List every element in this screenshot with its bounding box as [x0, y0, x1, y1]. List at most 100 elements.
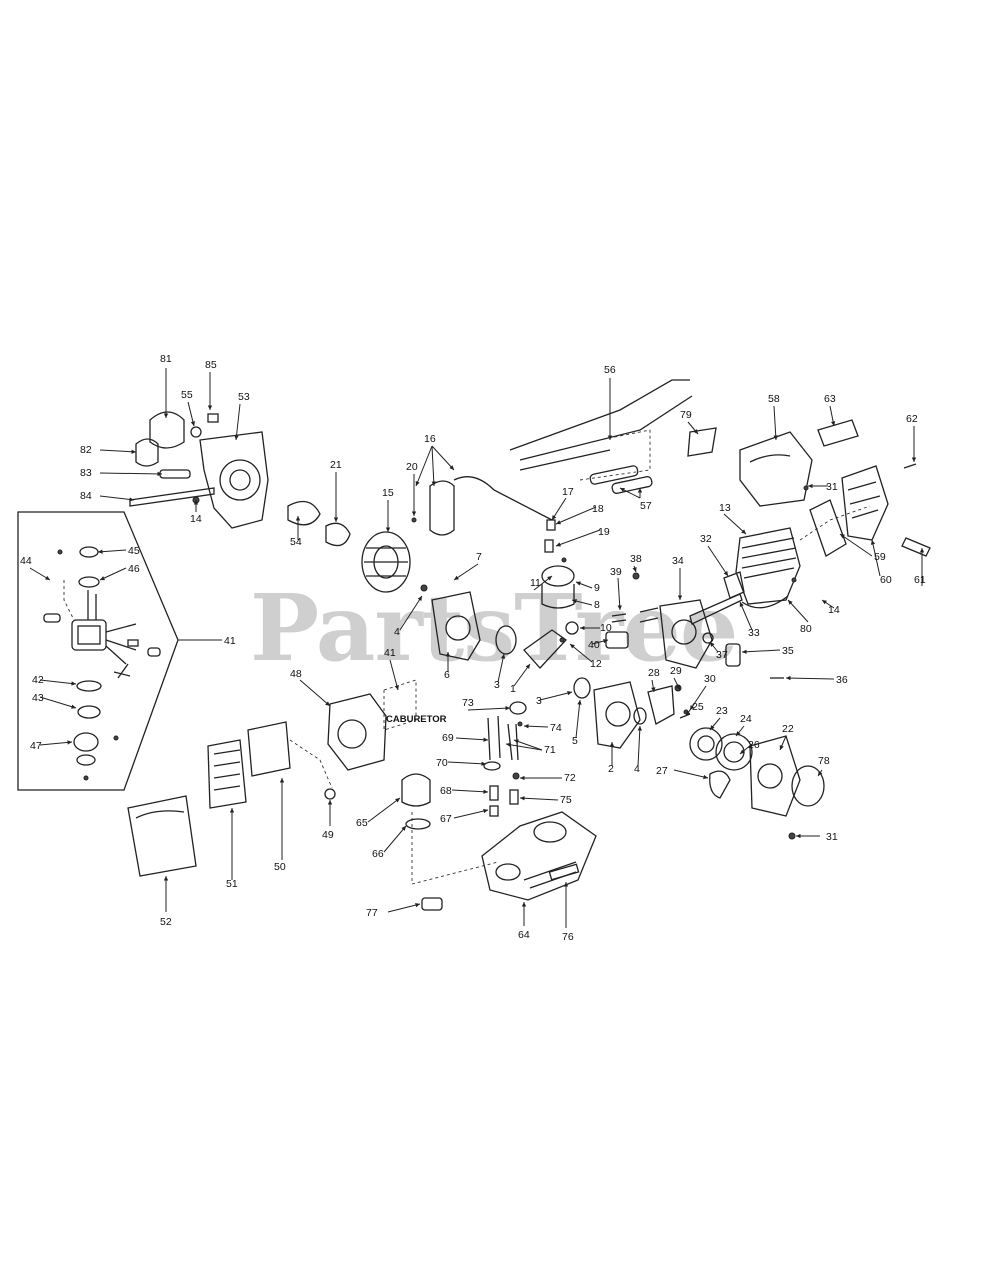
starter-group — [593, 681, 825, 840]
pulley-23 — [689, 727, 723, 761]
piston — [541, 584, 575, 609]
leader-line — [785, 677, 835, 680]
callout-81: 81 — [160, 353, 172, 365]
leader-arrowhead — [818, 771, 823, 776]
fuel-tank-group — [401, 701, 597, 911]
gasket-59 — [809, 499, 847, 557]
leader-arrowhead — [454, 575, 459, 580]
callout-34: 34 — [672, 555, 684, 567]
clutch-housing — [199, 431, 269, 529]
callout-42: 42 — [32, 674, 44, 686]
callout-20: 20 — [406, 461, 418, 473]
leader-arrowhead — [740, 749, 745, 754]
leader-arrowhead — [742, 649, 747, 654]
carburetor-group-outline — [17, 511, 179, 791]
filter-cover-52 — [127, 795, 197, 877]
fuel-tank-64 — [481, 811, 597, 901]
callout-60: 60 — [880, 574, 892, 586]
callout-33: 33 — [748, 627, 760, 639]
callout-66: 66 — [372, 848, 384, 860]
crankcase-cover-2 — [593, 681, 641, 749]
callout-41: 41 — [224, 635, 236, 647]
pin-25 — [679, 713, 691, 719]
leader-arrowhead — [45, 575, 50, 580]
decal-78 — [791, 765, 825, 807]
bracket-85 — [207, 413, 219, 423]
leader-arrowhead — [395, 798, 400, 803]
leader-line — [415, 445, 433, 487]
callout-78: 78 — [818, 755, 830, 767]
callout-55: 55 — [181, 389, 193, 401]
leader-arrowhead — [500, 654, 506, 659]
callout-3b: 3 — [536, 695, 542, 707]
callout-68: 68 — [440, 785, 452, 797]
callout-31: 31 — [826, 481, 838, 493]
callout-4b: 4 — [634, 763, 640, 775]
gasket-32 — [723, 571, 745, 599]
callout-43: 43 — [32, 692, 44, 704]
leader-arrowhead — [552, 515, 557, 520]
leader-line — [451, 789, 489, 793]
leader-line — [39, 696, 77, 709]
caburetor-label: CABURETOR — [386, 714, 447, 725]
leader-line — [455, 737, 489, 741]
leader-arrowhead — [401, 826, 406, 831]
leader-line — [513, 739, 543, 751]
leader-line — [741, 649, 781, 653]
leader-arrowhead — [445, 652, 451, 657]
callout-74: 74 — [550, 722, 562, 734]
callout-6: 6 — [444, 669, 450, 681]
leader-arrowhead — [411, 511, 417, 516]
leader-arrowhead — [677, 595, 683, 600]
callout-72: 72 — [564, 772, 576, 784]
leader-line — [99, 472, 163, 475]
leader-arrowhead — [157, 471, 162, 477]
callout-16: 16 — [424, 433, 436, 445]
leader-arrowhead — [520, 796, 525, 801]
leader-arrowhead — [556, 520, 561, 525]
callout-77: 77 — [366, 907, 378, 919]
leader-arrowhead — [607, 435, 613, 440]
callout-52: 52 — [160, 916, 172, 928]
fuel-cap-65 — [401, 773, 431, 807]
callout-36: 36 — [836, 674, 848, 686]
callout-17: 17 — [562, 486, 574, 498]
ignition-module — [429, 480, 455, 536]
leader-arrowhead — [710, 725, 715, 730]
leader-line — [367, 797, 401, 823]
callout-51: 51 — [226, 878, 238, 890]
callout-39: 39 — [610, 566, 622, 578]
leader-arrowhead — [919, 548, 925, 553]
leader-arrowhead — [431, 481, 436, 486]
crankcase-group — [420, 557, 591, 699]
leader-line — [723, 513, 747, 535]
leader-arrowhead — [547, 576, 552, 581]
spacer-83 — [159, 469, 191, 479]
leader-line — [787, 599, 809, 623]
washer-55 — [190, 426, 202, 438]
leader-arrowhead — [385, 527, 391, 532]
gasket-66 — [405, 818, 431, 830]
crankshaft — [523, 629, 567, 669]
callout-9: 9 — [594, 582, 600, 594]
boot-57b — [611, 476, 653, 494]
leader-arrowhead — [514, 739, 519, 744]
callout-57: 57 — [640, 500, 652, 512]
leader-arrowhead — [279, 778, 285, 783]
callout-32: 32 — [700, 533, 712, 545]
callout-37: 37 — [716, 649, 728, 661]
leader-arrowhead — [808, 483, 813, 489]
leader-arrowhead — [163, 876, 169, 881]
cylinder — [735, 527, 801, 605]
leader-arrowhead — [576, 581, 581, 586]
callout-84: 84 — [80, 490, 92, 502]
leader-arrowhead — [190, 421, 196, 426]
carb-pump-cover — [77, 705, 101, 719]
leader-arrowhead — [129, 497, 134, 502]
gasket-80 — [741, 595, 789, 609]
callout-76: 76 — [562, 931, 574, 943]
callout-47: 47 — [30, 740, 42, 752]
leader-arrowhead — [333, 517, 339, 522]
callout-40: 40 — [588, 639, 600, 651]
leader-arrowhead — [710, 642, 715, 647]
